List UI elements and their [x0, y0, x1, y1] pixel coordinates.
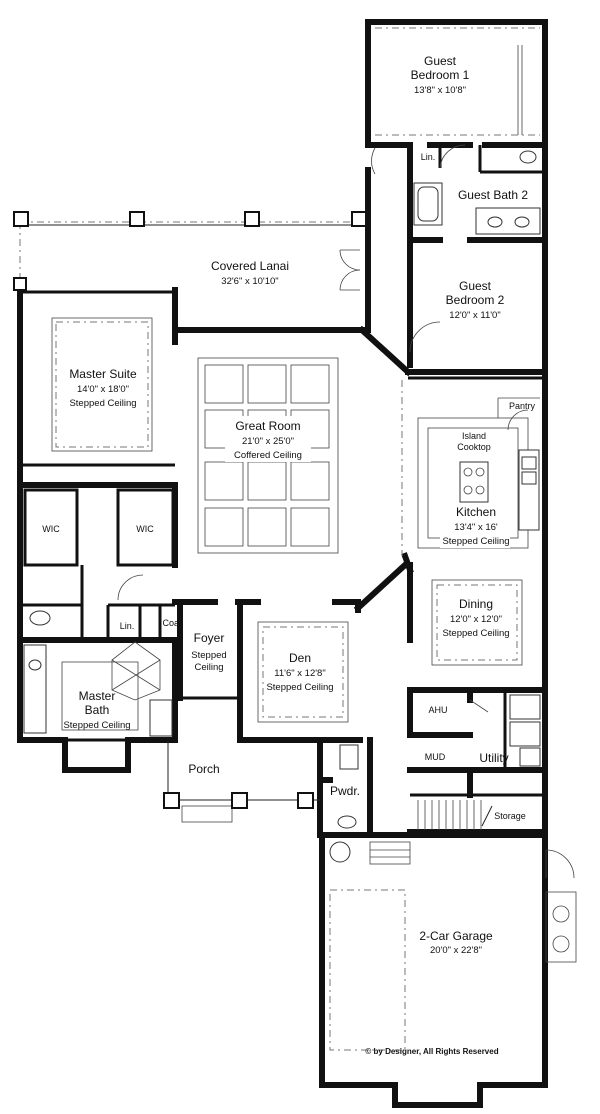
stepped-ceiling-outline-inner — [55, 321, 149, 448]
great-room-dims: 21'0" x 25'0" — [242, 436, 294, 447]
master-suite-label: Master Suite — [69, 367, 137, 381]
column-icon — [244, 211, 260, 227]
dryer-icon — [509, 721, 541, 747]
dining-ceiling-outline-inner — [436, 584, 518, 661]
door-swing-icon — [409, 321, 441, 353]
storage-label: Storage — [494, 811, 526, 821]
kitchen-label: Kitchen — [456, 505, 496, 519]
sink-icon — [337, 815, 357, 829]
door-swing-icon — [439, 144, 466, 169]
coat-closet-label: Coat — [162, 618, 182, 628]
door-swing-icon — [339, 249, 361, 271]
master-bath-label-2: Bath — [85, 703, 110, 717]
dining-ceiling: Stepped Ceiling — [442, 628, 509, 639]
bathtub-basin-icon — [417, 186, 439, 222]
powder-room-label: Pwdr. — [330, 784, 360, 798]
guest-bedroom-2-dims: 12'0" x 11'0" — [449, 310, 500, 321]
door-swing-icon — [339, 269, 361, 291]
island-cooktop-label: Island — [462, 431, 486, 441]
stairs-icon — [417, 800, 493, 830]
column-icon — [351, 211, 367, 227]
master-bath-fixtures — [23, 641, 173, 737]
master-bath-ceiling: Stepped Ceiling — [63, 720, 130, 731]
den-label: Den — [289, 651, 311, 665]
garage-dims: 20'0" x 22'8" — [430, 945, 482, 956]
kitchen-ceiling: Stepped Ceiling — [442, 536, 509, 547]
great-room-label-backdrop — [225, 416, 311, 462]
wic-right-label: WIC — [136, 524, 154, 534]
vanity-counter — [475, 207, 541, 235]
master-bath-label: Master — [79, 689, 116, 703]
master-suite-dims: 14'0" x 18'0" — [77, 384, 129, 395]
den-ceiling-outline — [257, 621, 349, 723]
toilet-icon — [519, 150, 537, 164]
island-cooktop-label-2: Cooktop — [457, 442, 491, 452]
sink-icon — [514, 216, 530, 228]
door-swing-icon — [371, 147, 376, 175]
guest-bath-2-label: Guest Bath 2 — [458, 188, 528, 202]
garage-label: 2-Car Garage — [419, 929, 493, 943]
dining-dims: 12'0" x 12'0" — [450, 614, 502, 625]
porch-label: Porch — [188, 762, 219, 776]
great-room-ceiling: Coffered Ceiling — [234, 450, 302, 461]
copyright-note: © by Designer, All Rights Reserved — [365, 1047, 498, 1056]
guest-bedroom-2-label: Guest — [459, 279, 492, 293]
guest-bedroom-1-label-2: Bedroom 1 — [411, 68, 470, 82]
covered-lanai-dims: 32'6" x 10'10" — [221, 276, 278, 287]
great-room-label: Great Room — [235, 419, 300, 433]
stepped-ceiling-outline — [51, 317, 153, 452]
utility-label: Utility — [479, 751, 508, 765]
column-icon — [297, 792, 314, 809]
column-icon — [163, 792, 180, 809]
guest-wing-walls — [365, 19, 548, 368]
sink-icon — [487, 216, 503, 228]
washer-icon — [509, 694, 541, 720]
den-ceiling-outline-inner — [262, 626, 344, 718]
kitchen-dims: 13'4" x 16' — [454, 522, 498, 533]
wic-left-label: WIC — [42, 524, 60, 534]
main-walls — [17, 287, 548, 1108]
mud-label: MUD — [425, 752, 446, 762]
den-dims: 11'6" x 12'8" — [274, 668, 325, 679]
toilet-icon — [29, 610, 51, 626]
lanai-outline — [19, 221, 365, 333]
column-icon — [13, 277, 27, 291]
ahu-label: AHU — [428, 705, 447, 715]
covered-lanai-label: Covered Lanai — [211, 259, 289, 273]
garage-details — [329, 841, 577, 1051]
dining-label: Dining — [459, 597, 493, 611]
kitchen-label-backdrop — [440, 504, 510, 548]
column-icon — [13, 211, 29, 227]
guest-bedroom-1-dims: 13'8" x 10'8" — [414, 85, 466, 96]
toilet-icon — [339, 744, 359, 770]
foyer-ceiling: Stepped — [191, 650, 226, 661]
den-ceiling: Stepped Ceiling — [266, 682, 333, 693]
door-swing-icon — [117, 574, 144, 601]
utility-sink-icon — [519, 747, 541, 767]
foyer-label: Foyer — [194, 631, 225, 645]
dining-ceiling-outline — [431, 579, 523, 666]
column-icon — [129, 211, 145, 227]
kitchen-fixtures — [401, 380, 540, 556]
guest-bedroom-2-label-2: Bedroom 2 — [446, 293, 505, 307]
master-suite-ceiling: Stepped Ceiling — [69, 398, 136, 409]
master-linen-label: Lin. — [120, 621, 135, 631]
door-swing-icon — [469, 699, 489, 713]
column-icon — [231, 792, 248, 809]
porch-outline — [167, 740, 320, 823]
guest-linen-label: Lin. — [421, 152, 436, 162]
pantry-label: Pantry — [509, 401, 536, 411]
guest-bedroom-1-label: Guest — [424, 54, 457, 68]
foyer-ceiling-2: Ceiling — [194, 662, 223, 673]
